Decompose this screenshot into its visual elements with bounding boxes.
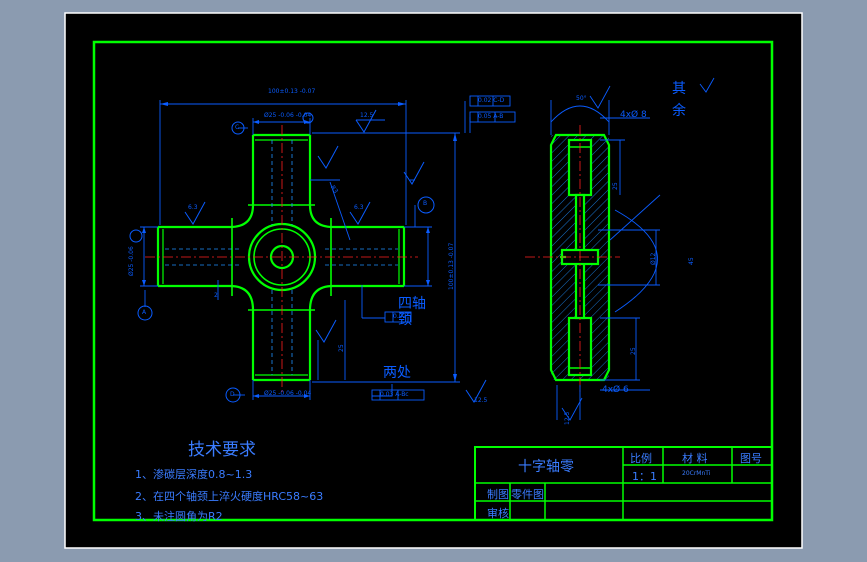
scale-label: 比例 <box>630 452 652 465</box>
part-drawing-label: 零件图 <box>511 488 544 501</box>
material-label: 材 料 <box>682 452 708 465</box>
tolerance-frame-1: 0.02 C-D <box>478 97 505 104</box>
roughness-mid-value: 6.3 <box>354 204 364 211</box>
dim-arm-bottom: Ø25 -0.06 -0.04 <box>264 390 312 397</box>
tech-requirement-3: 3、未注圆角为R2 <box>135 510 223 523</box>
reviewed-by-label: 审核 <box>487 507 509 520</box>
drawing-frame <box>92 40 774 522</box>
side-dim-1: Ø12 <box>650 252 657 265</box>
datum-d-label: D <box>230 391 235 398</box>
dim-overall-right: 100±0.13 -0.07 <box>448 242 455 290</box>
dim-arm-left: Ø25 -0.06 <box>128 246 135 276</box>
dimension-arrows <box>142 102 457 398</box>
tolerance-frames <box>371 95 516 401</box>
drawing-number-label: 图号 <box>740 452 762 465</box>
material-value: 20CrMnTi <box>682 470 711 477</box>
tech-requirement-2: 2、在四个轴颈上淬火硬度HRC58~63 <box>135 490 324 503</box>
side-dim-2: 45 <box>688 257 695 265</box>
tech-requirement-1: 1、渗碳层深度0.8~1.3 <box>135 468 253 481</box>
side-bottom-rough: 12.5 <box>564 411 571 425</box>
title-block <box>474 446 773 521</box>
side-holes-top: 4xØ 8 <box>620 110 647 120</box>
datum-b-label: B <box>423 200 428 207</box>
datum-symbols <box>129 112 435 403</box>
tolerance-frame-mid: 0.02 <box>393 313 407 320</box>
side-view-dimensions <box>550 77 715 421</box>
front-view-dimensions <box>140 100 471 400</box>
dim-main-vertical: 25 <box>338 344 345 352</box>
tech-requirements-title: 技术要求 <box>188 440 256 460</box>
side-width: 25 <box>612 182 619 190</box>
rest-label: 其 余 <box>672 81 686 119</box>
roughness-top-value: 12.5 <box>360 112 374 119</box>
roughness-bottom-value: 12.5 <box>474 397 488 404</box>
four-journals-label: 四轴 颈 <box>398 296 426 328</box>
roughness-left-value: 6.3 <box>188 204 198 211</box>
front-view-centerlines <box>145 125 418 392</box>
side-angle: 50° <box>576 95 587 102</box>
tolerance-frame-bottom: 0.03 A-Bc <box>380 391 409 398</box>
tolerance-frame-2: 0.05 A-B <box>478 113 504 120</box>
scale-value: 1：1 <box>632 470 657 483</box>
dim-main-small: 2 <box>214 292 218 299</box>
front-view-hidden-lines <box>165 140 398 375</box>
drawn-by-label: 制图 <box>487 488 509 501</box>
datum-a-label: A <box>142 309 147 316</box>
roughness-symbols-front <box>184 109 487 403</box>
side-holes-bottom: 4xØ 6 <box>602 385 629 395</box>
part-name: 十字轴零 <box>518 459 574 475</box>
drawing-sheet <box>64 12 803 549</box>
side-dim-3: 25 <box>630 347 637 355</box>
datum-c-label: C <box>235 124 240 131</box>
two-places-label: 两处 <box>383 365 411 381</box>
side-view <box>525 125 620 395</box>
dim-overall-top: 100±0.13 -0.07 <box>268 88 316 95</box>
dim-arm-top: Ø25 -0.06 -0.04 <box>264 112 312 119</box>
